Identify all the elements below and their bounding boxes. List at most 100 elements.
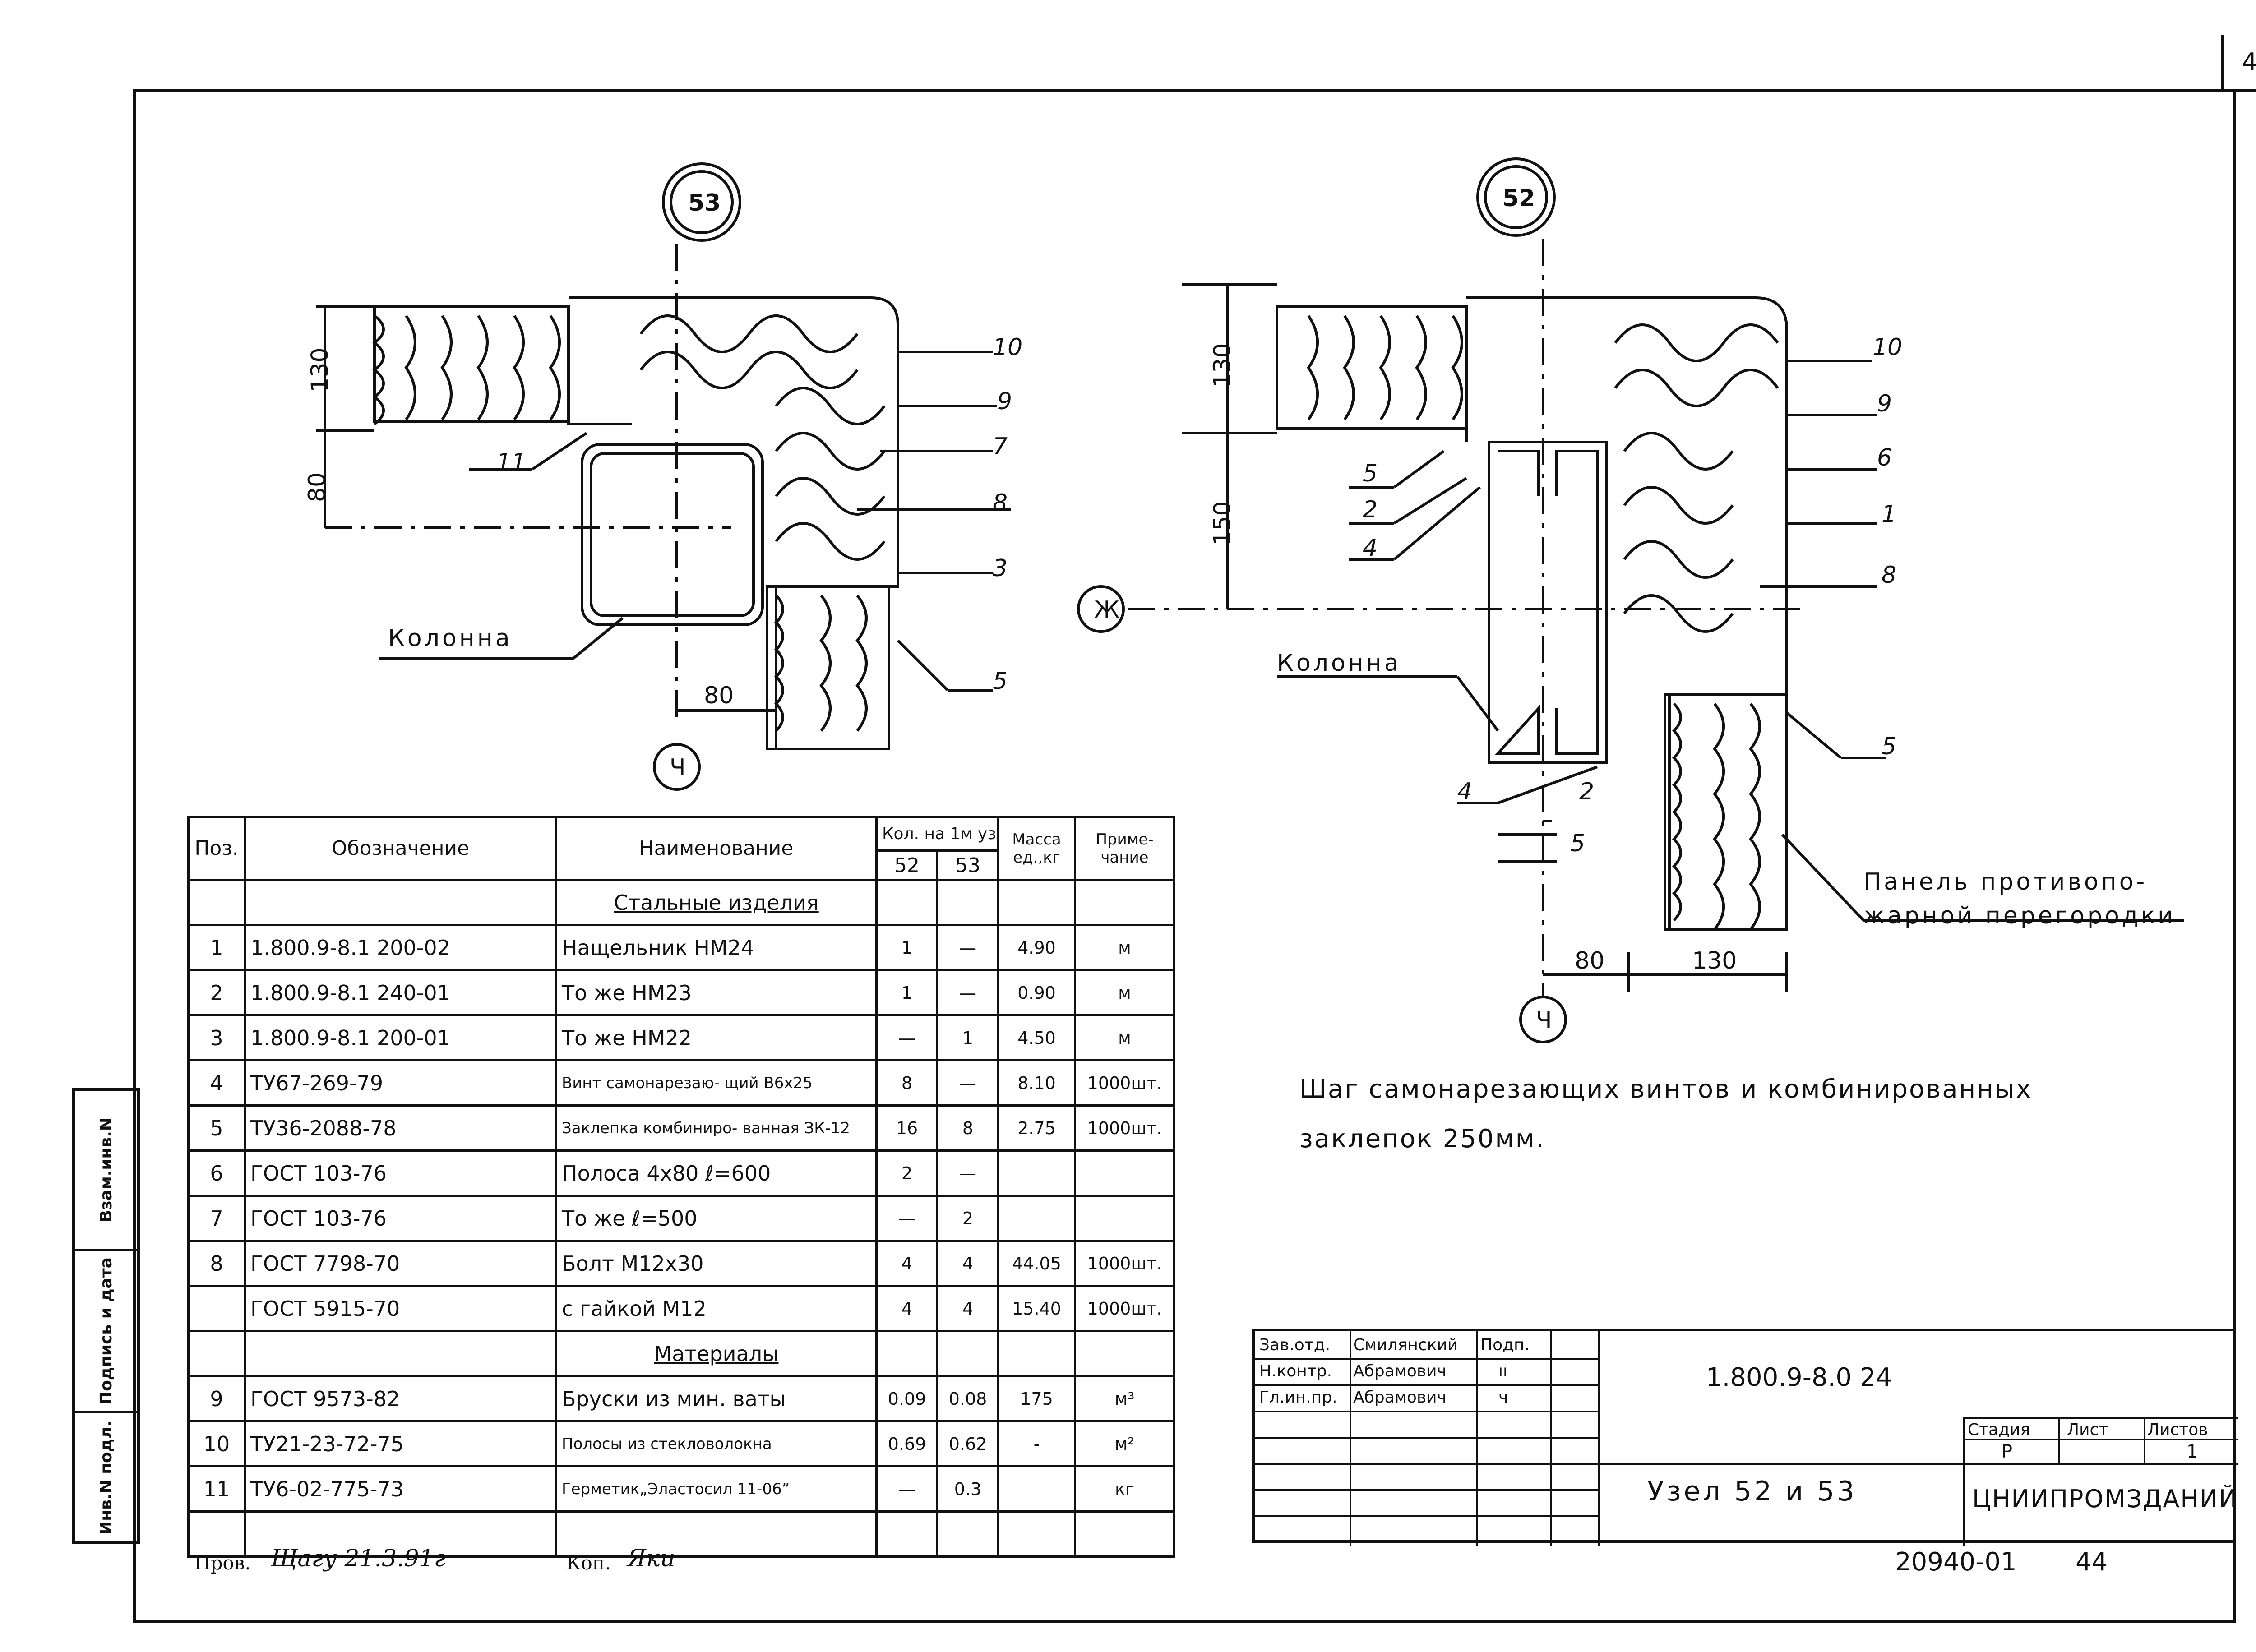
cell-mass: 2.75 [997, 1104, 1077, 1152]
axis-mark-bottom-right: Ч [1536, 1007, 1552, 1034]
callout-9-right: 9 [1877, 390, 1892, 417]
callout-4-right-left: 4 [1363, 535, 1378, 562]
cell-mass: 44.05 [997, 1240, 1077, 1287]
cell-q52: 16 [875, 1104, 938, 1152]
side-inv-podl: Инв.N подл. [97, 1421, 116, 1535]
cell-pos: 1 [187, 924, 246, 971]
callout-4-right-lower: 4 [1457, 778, 1473, 805]
specification-table: Поз. Обозначение Наименование Кол. на 1м… [187, 816, 1176, 1558]
cell-designation: 1.800.9-8.1 240-01 [244, 969, 557, 1016]
name-3: Абрамович [1353, 1388, 1447, 1407]
cell-q52: — [875, 1465, 938, 1513]
cell-q52: 1 [875, 924, 938, 971]
header-qty-52: 52 [875, 849, 938, 881]
cell-mass: 0.90 [997, 969, 1077, 1016]
name-1: Смилянский [1353, 1336, 1458, 1354]
cell-q53: 0.3 [936, 1465, 1000, 1513]
cell-mass: 8.10 [997, 1059, 1077, 1107]
panel-label-line1: Панель противопо- [1863, 868, 2148, 895]
cell-mass: 175 [997, 1375, 1077, 1422]
bottom-page: 44 [2076, 1547, 2108, 1577]
cell-note: кг [1074, 1465, 1176, 1513]
dim-130-left: 130 [306, 347, 334, 392]
callout-2-right-left: 2 [1363, 496, 1378, 523]
panel-label-line2: жарной перегородки [1863, 902, 2176, 929]
cell-q53: — [936, 924, 1000, 971]
cell-name: Бруски из мин. ваты [555, 1375, 878, 1422]
cell-mass: - [997, 1420, 1077, 1467]
callout-10-left: 10 [993, 334, 1023, 361]
cell-q53: — [936, 1059, 1000, 1107]
prov-label: Пров. [194, 1552, 251, 1574]
note-line-2: заклепок 250мм. [1299, 1124, 1545, 1154]
note-line-1: Шаг самонарезающих винтов и комбинирован… [1299, 1075, 2033, 1104]
cell-pos: 10 [187, 1420, 246, 1467]
role-1: Зав.отд. [1259, 1336, 1331, 1354]
cell-designation: 1.800.9-8.1 200-02 [244, 924, 557, 971]
cell-q52: 4 [875, 1240, 938, 1287]
cell-q53: — [936, 1149, 1000, 1197]
callout-5-right: 5 [1882, 733, 1897, 760]
callout-5-right-left: 5 [1363, 460, 1378, 487]
axis-mark-left: Ч [670, 754, 686, 781]
stage-header: Стадия [1968, 1421, 2030, 1439]
cell-pos: 2 [187, 969, 246, 1016]
sheet-number: 43 [2221, 35, 2256, 92]
header-name: Наименование [555, 816, 878, 881]
cell-q52: 0.09 [875, 1375, 938, 1422]
cell-name: Заклепка комбиниро- ванная ЗК-12 [555, 1104, 878, 1152]
cell-q52: — [875, 1014, 938, 1061]
role-2: Н.контр. [1259, 1362, 1332, 1380]
header-designation: Обозначение [244, 816, 557, 881]
cell-designation: ТУ36-2088-78 [244, 1104, 557, 1152]
sheets-value: 1 [2187, 1441, 2198, 1462]
cell-name: Болт М12х30 [555, 1240, 878, 1287]
cell-q52: — [875, 1195, 938, 1242]
header-pos: Поз. [187, 816, 246, 881]
cell-pos: 9 [187, 1375, 246, 1422]
dim-130-right: 130 [1209, 343, 1236, 388]
callout-3-left: 3 [993, 555, 1008, 582]
cell-name: То же НМ23 [555, 969, 878, 1016]
cell-designation: ГОСТ 5915-70 [244, 1285, 557, 1332]
bottom-code: 20940-01 [1895, 1547, 2017, 1577]
cell-pos: 6 [187, 1149, 246, 1197]
cell-q53: — [936, 969, 1000, 1016]
cell-note: м² [1074, 1420, 1176, 1467]
sign-header: Подп. [1480, 1336, 1530, 1354]
cell-mass [997, 1195, 1077, 1242]
cell-pos: 4 [187, 1059, 246, 1107]
kop-signature: Яки [627, 1545, 675, 1572]
cell-name: Полоса 4х80 ℓ=600 [555, 1149, 878, 1197]
kop-label: Коп. [566, 1552, 611, 1574]
cell-name: Герметик„Эластосил 11-06” [555, 1465, 878, 1513]
cell-pos: 7 [187, 1195, 246, 1242]
cell-pos: 8 [187, 1240, 246, 1287]
cell-designation: ТУ6-02-775-73 [244, 1465, 557, 1513]
node-number-52: 52 [1502, 185, 1535, 212]
cell-note: 1000шт. [1074, 1285, 1176, 1332]
cell-name: Полосы из стекловолокна [555, 1420, 878, 1467]
side-inv-vzam: Взам.инв.N [97, 1117, 116, 1223]
name-2: Абрамович [1353, 1362, 1447, 1380]
column-label-right: Колонна [1277, 650, 1401, 677]
cell-q53: 4 [936, 1240, 1000, 1287]
callout-11-left: 11 [496, 449, 527, 476]
cell-designation: ТУ67-269-79 [244, 1059, 557, 1107]
stage-value: Р [2002, 1441, 2013, 1462]
cell-pos: 3 [187, 1014, 246, 1061]
cell-note: м³ [1074, 1375, 1176, 1422]
callout-7-left: 7 [993, 433, 1008, 460]
sign-2: ıı [1498, 1362, 1508, 1380]
sheet-header: Лист [2067, 1421, 2108, 1439]
drawing-frame [133, 89, 2236, 1623]
